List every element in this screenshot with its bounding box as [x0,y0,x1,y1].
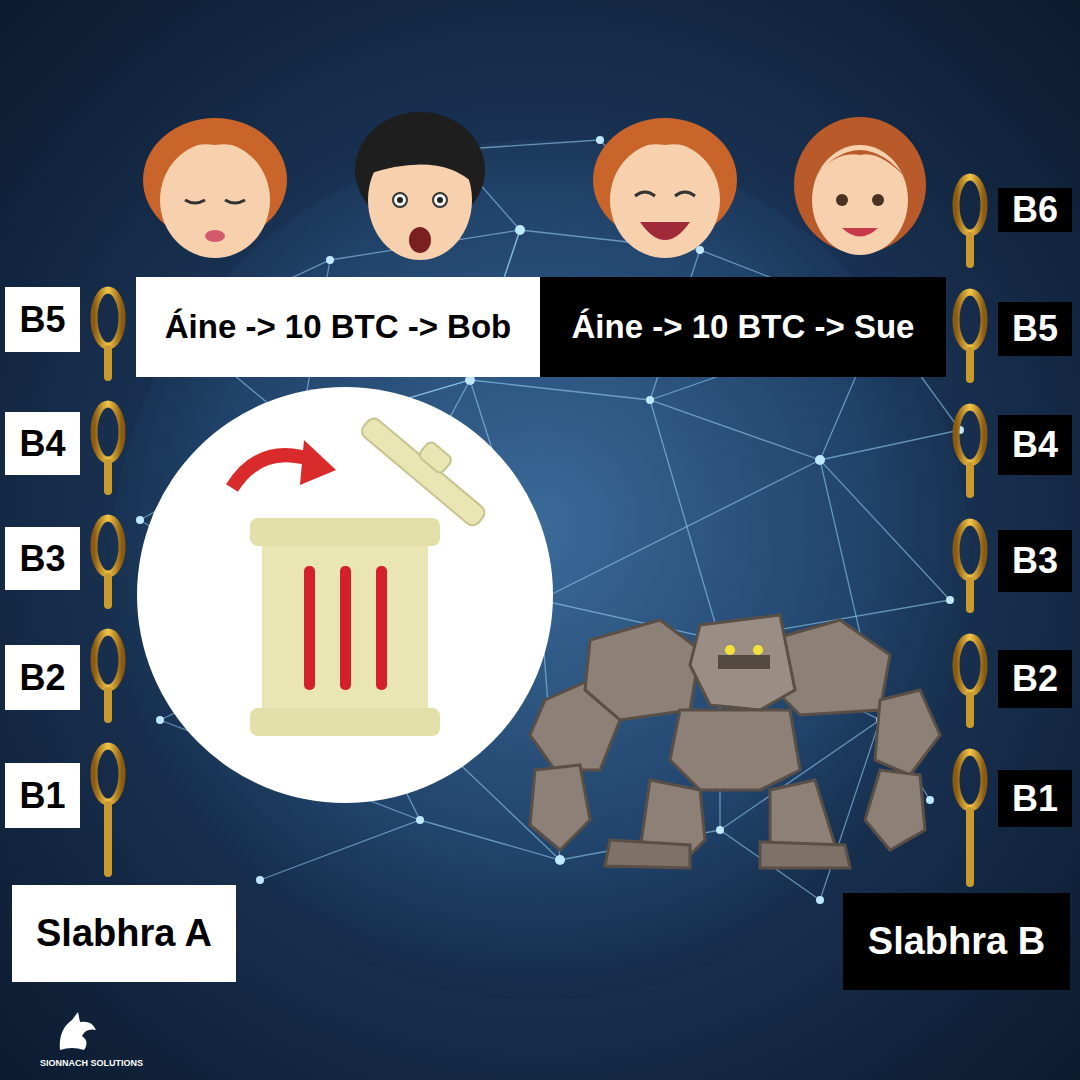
block-label-box: B6 [998,188,1072,232]
block-label-box: Áine -> 10 BTC -> Bob [136,277,540,377]
block-label-box: B4 [5,412,80,475]
box-text: Áine -> 10 BTC -> Sue [572,309,915,345]
face-aine-sleeping [143,118,287,258]
box-text: B4 [19,424,65,464]
box-text: B2 [19,658,65,698]
box-text: B3 [19,539,65,579]
box-text: Áine -> 10 BTC -> Bob [165,309,512,345]
box-text: B6 [1012,190,1058,230]
block-label-box: B4 [998,415,1072,475]
globe [110,136,970,1000]
face-aine-happy [593,118,737,258]
watermark: SIONNACH SOLUTIONS [40,1058,143,1068]
chain-left [94,290,122,877]
block-label-box: B1 [5,763,80,828]
block-label-box: B3 [5,527,80,590]
stone-golem [530,615,940,868]
box-text: B1 [19,776,65,816]
box-text: B5 [1012,309,1058,349]
face-sue-smiling [794,117,926,255]
box-text: B1 [1012,779,1058,819]
box-text: B2 [1012,659,1058,699]
box-text: B4 [1012,425,1058,465]
fox-logo [60,1012,96,1050]
block-label-box: B3 [998,530,1072,592]
box-text: B5 [19,300,65,340]
block-label-box: Slabhra A [12,885,236,982]
chain-right [956,177,984,887]
face-bob-shocked [355,112,485,260]
block-label-box: Áine -> 10 BTC -> Sue [540,277,946,377]
box-text: Slabhra A [36,913,212,955]
block-label-box: B5 [998,302,1072,356]
box-text: B3 [1012,541,1058,581]
block-label-box: B2 [5,645,80,710]
block-label-box: Slabhra B [843,893,1070,990]
block-label-box: B2 [998,650,1072,708]
trash-bin [137,387,553,803]
box-text: Slabhra B [868,921,1045,963]
block-label-box: B5 [5,287,80,352]
block-label-box: B1 [998,770,1072,827]
